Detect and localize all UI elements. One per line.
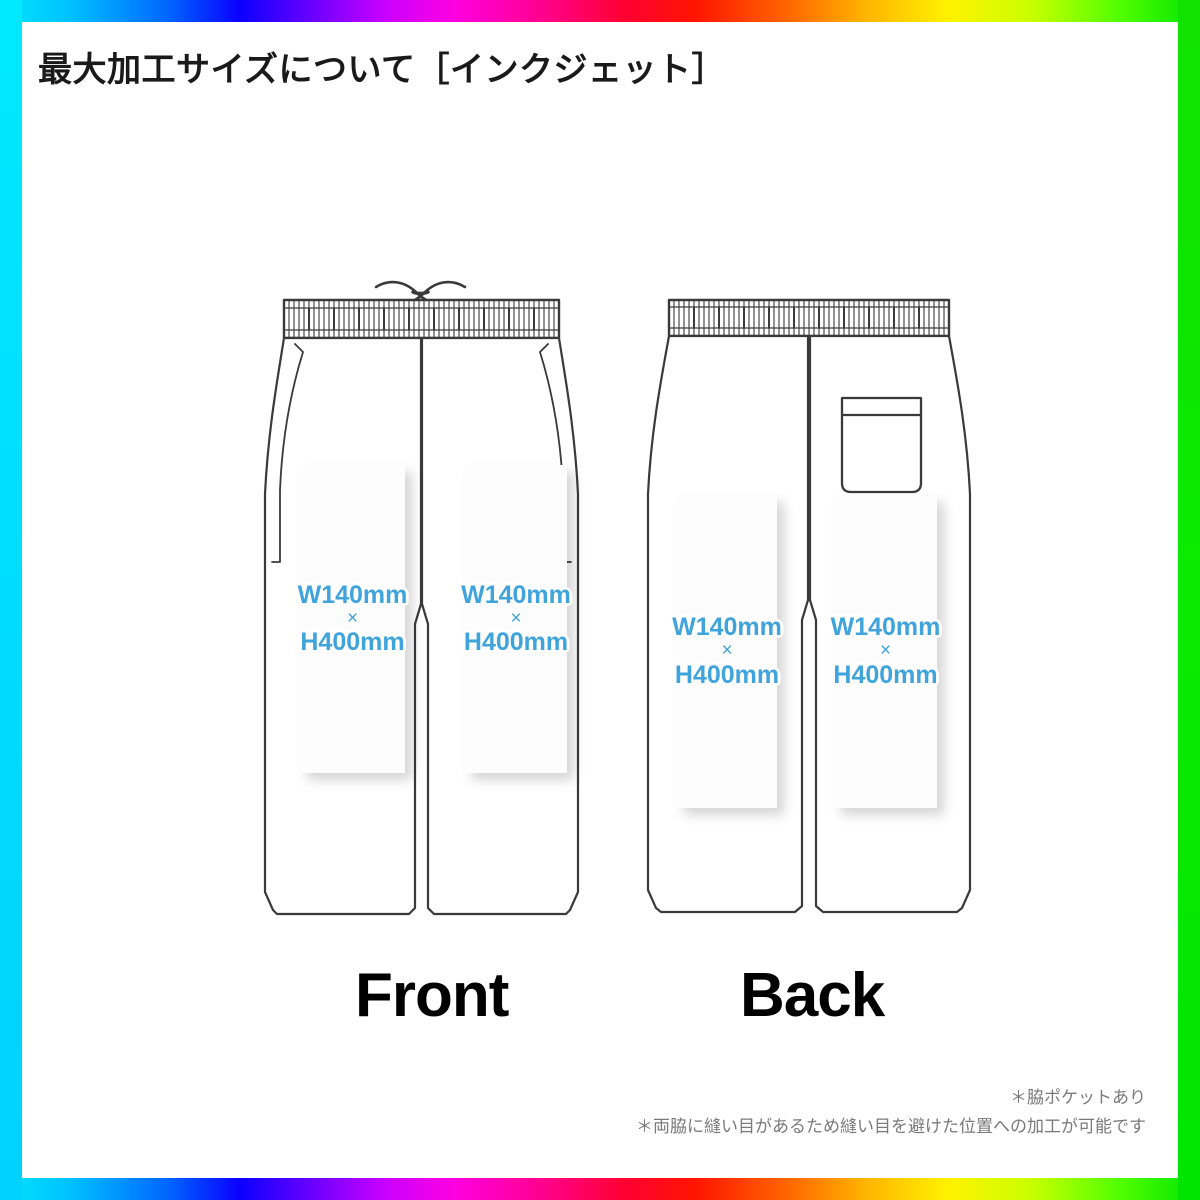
rainbow-border-right — [1178, 0, 1200, 1200]
page-title: 最大加工サイズについて［インクジェット］ — [38, 51, 726, 89]
print-area-width-label: W140mm — [830, 613, 941, 642]
content-canvas: 最大加工サイズについて［インクジェット］ — [22, 22, 1178, 1178]
footer-notes: ＊脇ポケットあり ＊両脇に縫い目があるため縫い目を避けた位置への加工が可能です — [636, 1083, 1146, 1143]
rainbow-border-top — [0, 0, 1200, 22]
print-area-separator: × — [879, 640, 892, 662]
print-area-height-label: H400mm — [463, 628, 569, 657]
print-area-height-label: H400mm — [833, 660, 938, 689]
print-area-width-label: W140mm — [461, 580, 571, 609]
print-area-height-label: H400mm — [674, 660, 780, 689]
view-caption-front: Front — [355, 961, 509, 1030]
print-area-width-label: W140mm — [297, 580, 408, 609]
print-area-back-right[interactable]: W140mm × H400mm — [831, 495, 940, 808]
print-area-width-label: W140mm — [672, 613, 782, 642]
print-area-front-left[interactable]: W140mm × H400mm — [297, 465, 408, 773]
print-area-back-left[interactable]: W140mm × H400mm — [672, 495, 782, 808]
print-area-front-right[interactable]: W140mm × H400mm — [461, 465, 571, 773]
print-area-separator: × — [346, 607, 359, 629]
view-caption-back: Back — [740, 961, 885, 1030]
footer-note-1: ＊脇ポケットあり — [1010, 1087, 1146, 1107]
footer-note-2: ＊両脇に縫い目があるため縫い目を避けた位置への加工が可能です — [636, 1117, 1146, 1137]
print-area-separator: × — [721, 640, 733, 662]
print-area-separator: × — [510, 607, 522, 629]
rainbow-border-left — [0, 0, 22, 1200]
print-area-height-label: H400mm — [300, 628, 405, 657]
back-patch-pocket — [840, 396, 923, 494]
rainbow-border-bottom — [0, 1178, 1200, 1200]
